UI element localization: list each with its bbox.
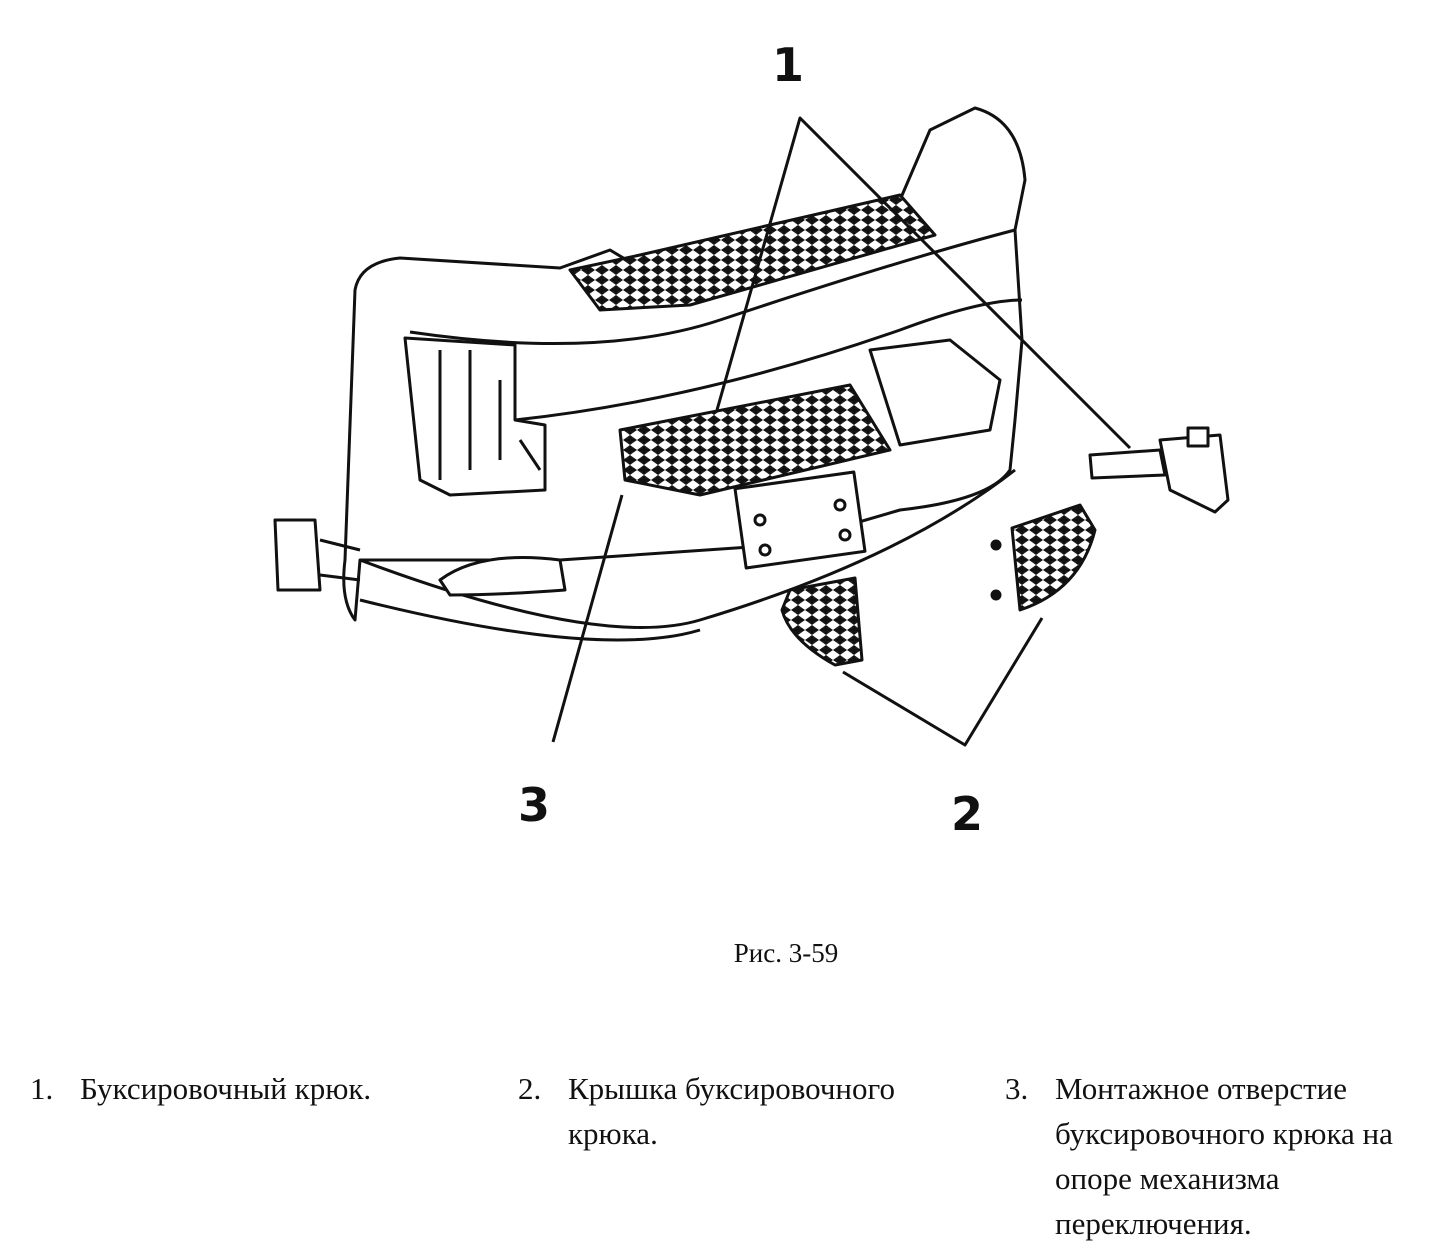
legend-number: 2. xyxy=(518,1071,542,1106)
tow-hook xyxy=(1088,426,1230,514)
figure-caption: Рис. 3-59 xyxy=(733,938,839,968)
tow-hook-cover-right xyxy=(1010,503,1097,612)
legend-number: 3. xyxy=(1005,1071,1029,1106)
lower-grille xyxy=(618,383,892,497)
legend-item-2: 2. Крышка буксировочного крюка. xyxy=(518,1066,958,1156)
plate-mount xyxy=(733,470,867,570)
leader-line-1 xyxy=(715,116,1132,450)
upper-grille xyxy=(568,193,937,312)
legend-text: Буксировочный крюк. xyxy=(80,1071,372,1106)
legend-number: 1. xyxy=(30,1071,54,1106)
legend-text: Крышка буксировочного крюка. xyxy=(568,1071,895,1151)
bumper-diagram: 1 2 3 xyxy=(273,38,1230,841)
tow-hook-cover-left xyxy=(780,576,864,667)
legend-text: Монтажное отверстие буксировочного крюка… xyxy=(1055,1071,1393,1241)
callout-2: 2 xyxy=(951,787,984,841)
callout-3: 3 xyxy=(518,778,551,832)
leader-line-3 xyxy=(551,494,624,743)
legend-item-1: 1. Буксировочный крюк. xyxy=(30,1066,470,1111)
leader-line-2 xyxy=(842,617,1044,747)
callout-1: 1 xyxy=(772,38,805,92)
legend-item-3: 3. Монтажное отверстие буксировочного кр… xyxy=(1005,1066,1425,1246)
